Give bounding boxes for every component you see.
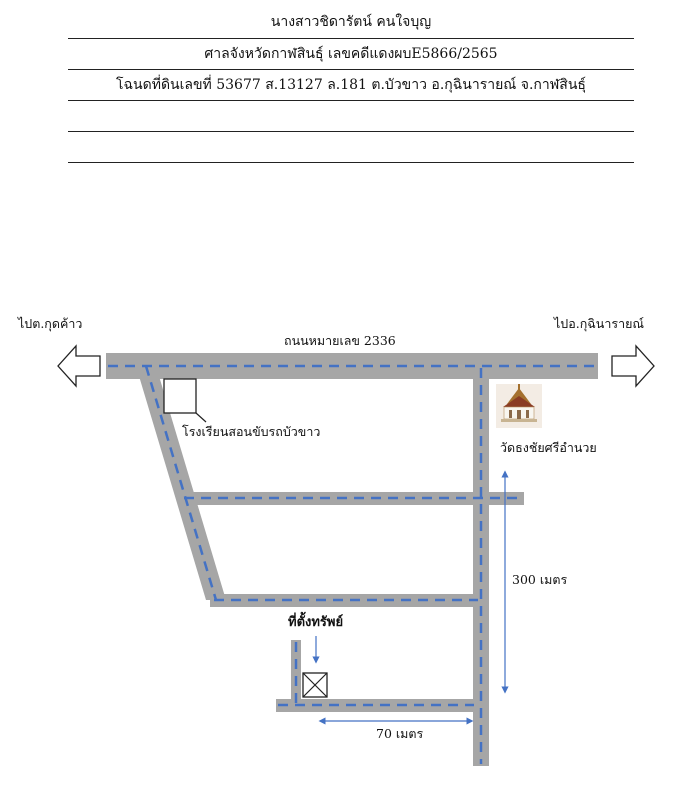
spur-road xyxy=(291,640,301,706)
school-label: โรงเรียนสอนขับรถบัวขาว xyxy=(182,424,320,439)
blank-row xyxy=(68,101,634,132)
distance-vertical-label: 300 เมตร xyxy=(512,572,567,587)
left-arrow-icon xyxy=(57,344,101,388)
distance-horizontal-label: 70 เมตร xyxy=(376,726,424,741)
right-direction-label: ไปอ.กุฉินารายณ์ xyxy=(553,316,644,332)
road-name-label: ถนนหมายเลข 2336 xyxy=(284,333,396,348)
left-direction-label: ไปต.กุดค้าว xyxy=(17,316,82,332)
school-leader-line xyxy=(195,412,207,423)
temple-icon xyxy=(496,384,542,428)
document-header: นางสาวชิดารัตน์ คนใจบุญ ศาลจังหวัดกาฬสิน… xyxy=(68,6,634,163)
diagonal-road-line xyxy=(144,365,218,601)
temple-label: วัดธงชัยศรีอำนวย xyxy=(500,440,597,455)
school-building-icon xyxy=(163,378,197,414)
road-upper xyxy=(182,492,524,505)
owner-name: นางสาวชิดารัตน์ คนใจบุญ xyxy=(68,6,634,39)
blank-row xyxy=(68,132,634,163)
road-middle xyxy=(210,594,480,607)
vertical-road xyxy=(473,366,489,766)
court-case: ศาลจังหวัดกาฬสินธุ์ เลขคดีแดงผบE5866/256… xyxy=(68,39,634,70)
property-marker-icon xyxy=(302,672,328,698)
road-lower xyxy=(276,699,476,712)
center-lines xyxy=(108,364,596,764)
property-label: ที่ตั้งทรัพย์ xyxy=(288,611,343,630)
right-arrow-icon xyxy=(611,344,655,388)
deed-info: โฉนดที่ดินเลขที่ 53677 ส.13127 ล.181 ต.บ… xyxy=(68,70,634,101)
